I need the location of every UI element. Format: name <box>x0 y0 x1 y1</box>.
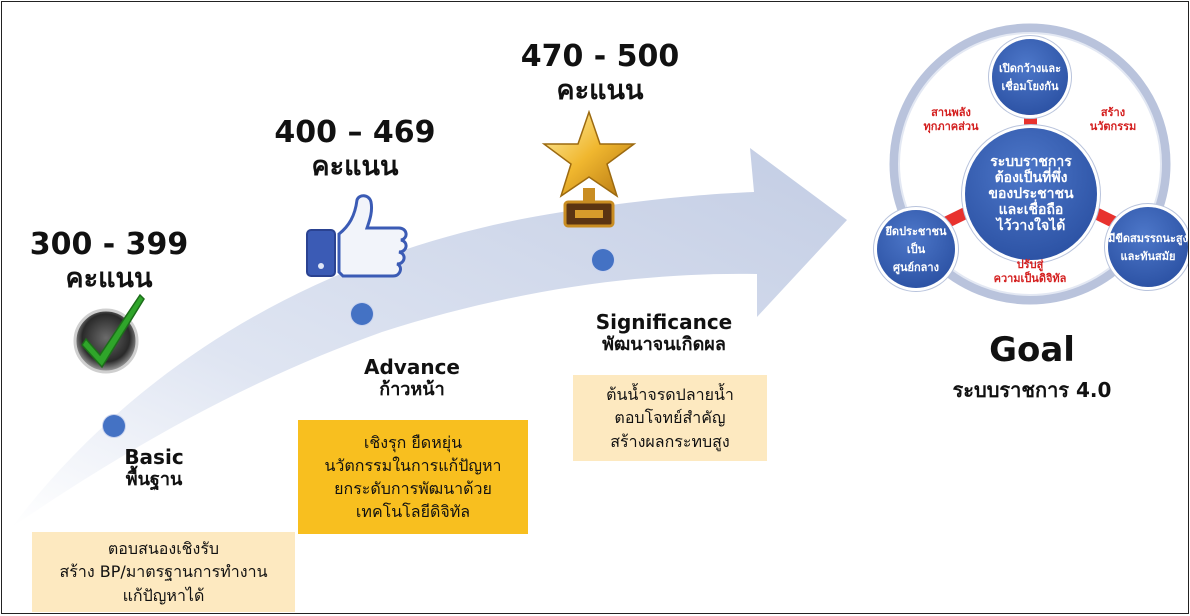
basic-stage-name-en: Basic <box>124 445 184 469</box>
advance-stage-name-en: Advance <box>364 355 460 379</box>
advance-description-box: เชิงรุก ยืดหยุ่น นวัตกรรมในการแก้ปัญหา ย… <box>298 420 528 534</box>
basic-desc-line: สร้าง BP/มาตรฐานการทำงาน <box>59 562 268 582</box>
advance-stage-marker <box>351 303 373 325</box>
goal-center-line: ไว้วางใจได้ <box>996 218 1066 235</box>
goal-node-right: มีขีดสมรรถนะสูง และทันสมัย <box>1108 207 1188 287</box>
goal-node-top-line: เปิดกว้างและ <box>998 62 1061 75</box>
advance-stage-name-th: ก้าวหน้า <box>379 379 445 400</box>
goal-node-top-line: เชื่อมโยงกัน <box>1001 80 1059 93</box>
goal-center-node: ระบบราชการ ต้องเป็นที่พึ่ง ของประชาชน แล… <box>965 128 1097 260</box>
significance-stage-name-th: พัฒนาจนเกิดผล <box>602 334 726 355</box>
basic-score: 300 - 399 คะแนน <box>24 227 194 294</box>
goal-center-line: ต้องเป็นที่พึ่ง <box>994 169 1068 186</box>
significance-stage-name-en: Significance <box>595 310 733 334</box>
significance-score-unit: คะแนน <box>556 74 644 106</box>
goal-node-top: เปิดกว้างและ เชื่อมโยงกัน <box>992 39 1068 115</box>
goal-label-line: นวัตกรรม <box>1089 119 1137 133</box>
basic-desc-line: ตอบสนองเชิงรับ <box>107 539 220 559</box>
basic-score-unit: คะแนน <box>65 262 153 294</box>
basic-description-box: ตอบสนองเชิงรับ สร้าง BP/มาตรฐานการทำงาน … <box>32 532 295 612</box>
goal-title: Goal <box>989 330 1075 370</box>
goal-node-left-line: ยึดประชาชนเป็น <box>885 225 947 256</box>
basic-stage-name-th: พื้นฐาน <box>125 469 183 490</box>
advance-score-unit: คะแนน <box>311 150 399 182</box>
significance-desc-line: สร้างผลกระทบสูง <box>610 431 730 451</box>
goal-label-line: ความเป็นดิจิทัล <box>993 271 1067 285</box>
advance-desc-line: ยกระดับการพัฒนาด้วย <box>334 479 492 498</box>
goal-node-left: ยึดประชาชนเป็น ศูนย์กลาง <box>877 210 955 288</box>
significance-description-box: ต้นน้ำจรดปลายน้ำ ตอบโจทย์สำคัญ สร้างผลกร… <box>573 375 767 461</box>
goal-label-top-right: สร้าง นวัตกรรม <box>1076 106 1150 134</box>
goal-center-line: ระบบราชการ <box>990 153 1072 170</box>
goal-node-right-line: มีขีดสมรรถนะสูง <box>1108 232 1188 245</box>
thumbs-up-icon <box>306 194 408 278</box>
goal-label-line: สานพลัง <box>931 106 971 119</box>
goal-center-line: ของประชาชน <box>988 185 1074 202</box>
significance-desc-line: ตอบโจทย์สำคัญ <box>614 408 726 428</box>
advance-desc-line: เทคโนโลยีดิจิทัล <box>355 502 471 522</box>
goal-label-line: สร้าง <box>1100 106 1126 119</box>
advance-desc-line: นวัตกรรมในการแก้ปัญหา <box>324 455 502 475</box>
advance-desc-line: เชิงรุก ยืดหยุ่น <box>363 432 463 452</box>
advance-score-range: 400 – 469 <box>274 115 436 150</box>
goal-subtitle: ระบบราชการ 4.0 <box>952 378 1112 402</box>
advance-stage-label: Advance ก้าวหน้า <box>342 355 482 401</box>
basic-stage-label: Basic พื้นฐาน <box>84 445 224 491</box>
basic-stage-marker <box>103 415 125 437</box>
goal-label-line: ปรับสู่ <box>1016 258 1044 271</box>
goal-label-line: ทุกภาคส่วน <box>923 119 979 133</box>
goal-label-bottom: ปรับสู่ ความเป็นดิจิทัล <box>980 258 1080 286</box>
goal-node-left-line: ศูนย์กลาง <box>893 261 939 274</box>
significance-score-range: 470 - 500 <box>520 39 680 74</box>
goal-center-line: และเชื่อถือ <box>998 202 1064 219</box>
basic-score-range: 300 - 399 <box>29 227 189 262</box>
goal-label-top-left: สานพลัง ทุกภาคส่วน <box>912 106 990 134</box>
star-trophy-icon <box>541 110 637 228</box>
significance-score: 470 - 500 คะแนน <box>510 39 690 106</box>
advance-score: 400 – 469 คะแนน <box>270 115 440 182</box>
significance-stage-marker <box>592 249 614 271</box>
significance-stage-label: Significance พัฒนาจนเกิดผล <box>574 310 754 356</box>
goal-node-right-line: และทันสมัย <box>1120 250 1176 263</box>
check-badge-icon <box>73 293 145 374</box>
basic-desc-line: แก้ปัญหาได้ <box>122 585 205 605</box>
significance-desc-line: ต้นน้ำจรดปลายน้ำ <box>606 385 734 405</box>
